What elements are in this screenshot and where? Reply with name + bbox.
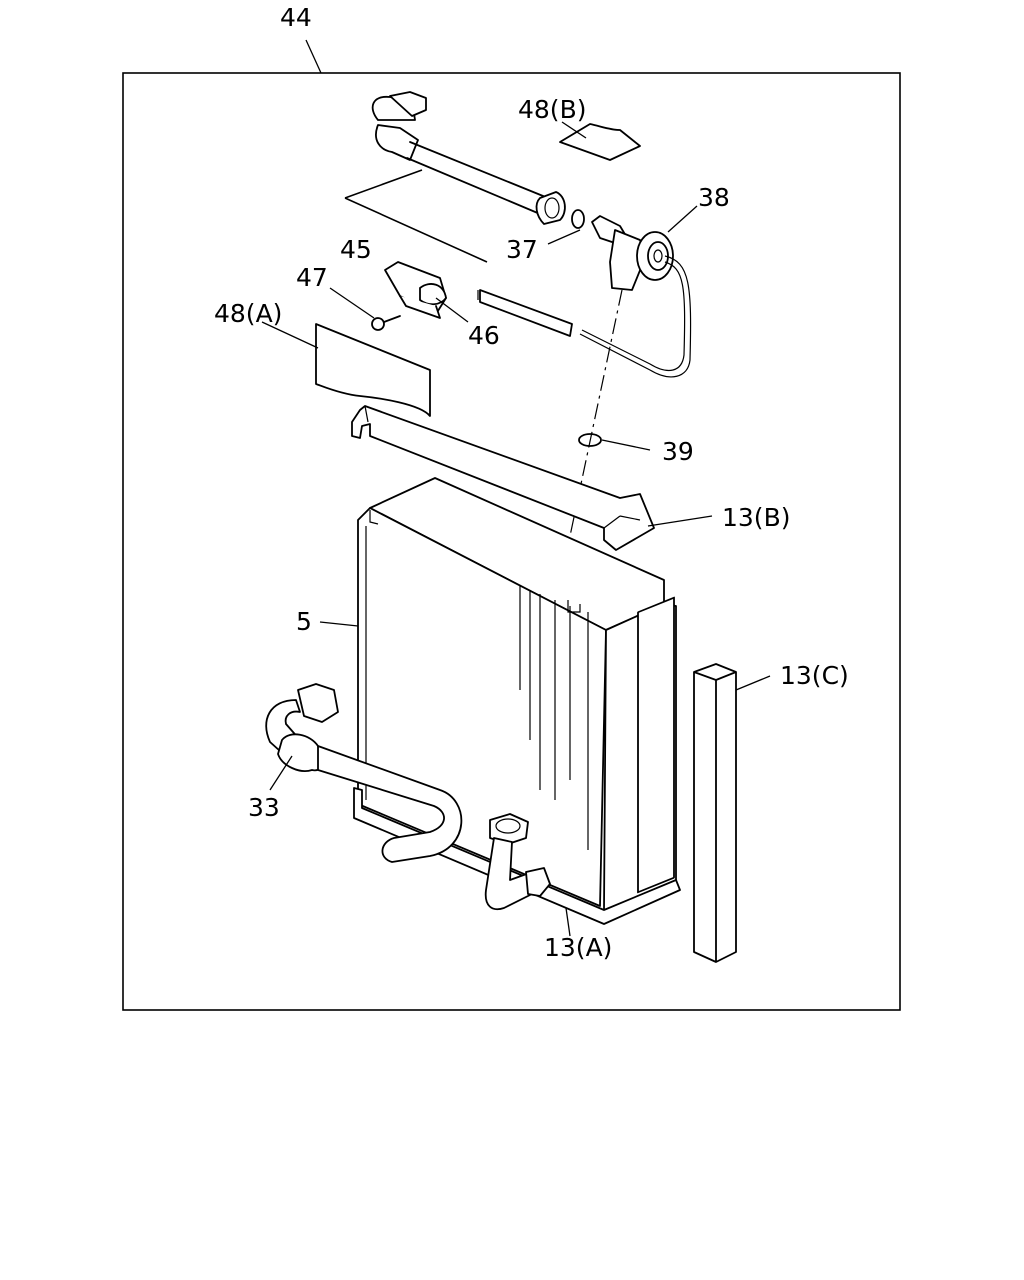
label-33: 33 <box>248 793 280 822</box>
assembly-frame <box>122 72 901 1011</box>
label-47: 47 <box>296 263 328 292</box>
sheet-48b <box>559 123 641 161</box>
outlet-pipe-lower <box>484 813 551 911</box>
label-13c: 13(C) <box>780 661 849 690</box>
leader-38 <box>667 205 698 233</box>
sheet-48a <box>315 323 431 417</box>
label-44: 44 <box>280 3 312 32</box>
leader-44 <box>305 39 322 74</box>
label-38: 38 <box>698 183 730 212</box>
sponge-strip <box>693 663 737 963</box>
label-5: 5 <box>296 607 312 636</box>
expansion-valve <box>477 215 692 378</box>
label-46: 46 <box>468 321 500 350</box>
label-13a: 13(A) <box>544 933 612 962</box>
screw <box>371 315 401 331</box>
leader-47 <box>329 287 375 319</box>
insulation-sheet <box>344 169 488 263</box>
leader-13a <box>565 907 571 937</box>
label-39: 39 <box>662 437 694 466</box>
inlet-pipe <box>265 683 463 863</box>
top-bracket <box>351 405 655 551</box>
label-37: 37 <box>506 235 538 264</box>
leader-46 <box>435 297 469 323</box>
evaporator-core <box>357 477 677 911</box>
leader-13b <box>647 515 713 527</box>
label-13b: 13(B) <box>722 503 790 532</box>
leader-48a <box>261 321 319 349</box>
upper-pipe <box>371 91 566 225</box>
label-45: 45 <box>340 235 372 264</box>
leader-39 <box>601 439 651 451</box>
leader-48b <box>561 121 587 139</box>
o-ring <box>571 209 585 229</box>
leader-33 <box>269 755 293 791</box>
sensor-holder <box>384 261 447 319</box>
leader-13c <box>735 675 771 691</box>
leader-37 <box>547 229 581 245</box>
label-48a: 48(A) <box>214 299 282 328</box>
label-48b: 48(B) <box>518 95 586 124</box>
leader-5 <box>319 621 359 627</box>
